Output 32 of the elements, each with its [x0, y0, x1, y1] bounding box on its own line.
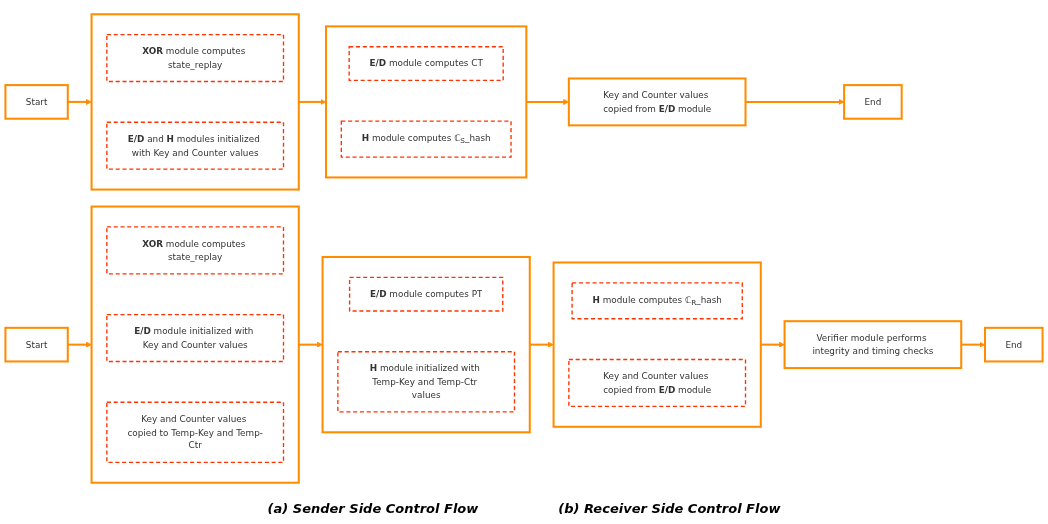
arrow [298, 98, 327, 105]
node-box: Start [4, 326, 69, 363]
figure-caption: (b) Receiver Side Control Flow [558, 501, 781, 516]
node-box: XOR module computes state_replay [106, 33, 285, 83]
node-box: E/D and H modules initialized with Key and Counter values [106, 121, 285, 170]
node-box: Key and Counter values copied from E/D module [567, 77, 747, 127]
node-box: Key and Counter values copied from E/D module [568, 358, 747, 408]
node-box: Key and Counter values copied to Temp-Key and Temp-Ctr [106, 401, 285, 464]
node-box: End [984, 326, 1044, 363]
node-box: Start [4, 84, 69, 120]
arrow [298, 341, 323, 348]
node-box: End [843, 84, 903, 120]
cluster [325, 25, 528, 179]
cluster [90, 205, 300, 484]
node-box: E/D module computes CT [348, 46, 504, 82]
cluster [321, 255, 531, 434]
node-box: XOR module computes state_replay [106, 226, 285, 275]
arrow [961, 341, 986, 348]
node-box: E/D module computes PT [348, 276, 504, 312]
arrow [745, 98, 845, 105]
figure-caption: (a) Sender Side Control Flow [267, 501, 479, 516]
cluster [90, 13, 300, 191]
node-box: H module computes ℂ$_{S}$_hash [340, 120, 512, 158]
arrow [67, 98, 92, 105]
arrow [760, 341, 785, 348]
cluster [552, 261, 762, 428]
node-box: E/D module initialized with Key and Counter values [106, 313, 285, 363]
node-box: Verifier module performs integrity and timing checks [783, 320, 963, 370]
arrow [529, 341, 554, 348]
arrow [67, 341, 92, 348]
node-box: H module computes ℂ$_{R}$_hash [571, 282, 743, 320]
node-box: H module initialized with Temp-Key and Temp-Ctr values [337, 351, 516, 413]
